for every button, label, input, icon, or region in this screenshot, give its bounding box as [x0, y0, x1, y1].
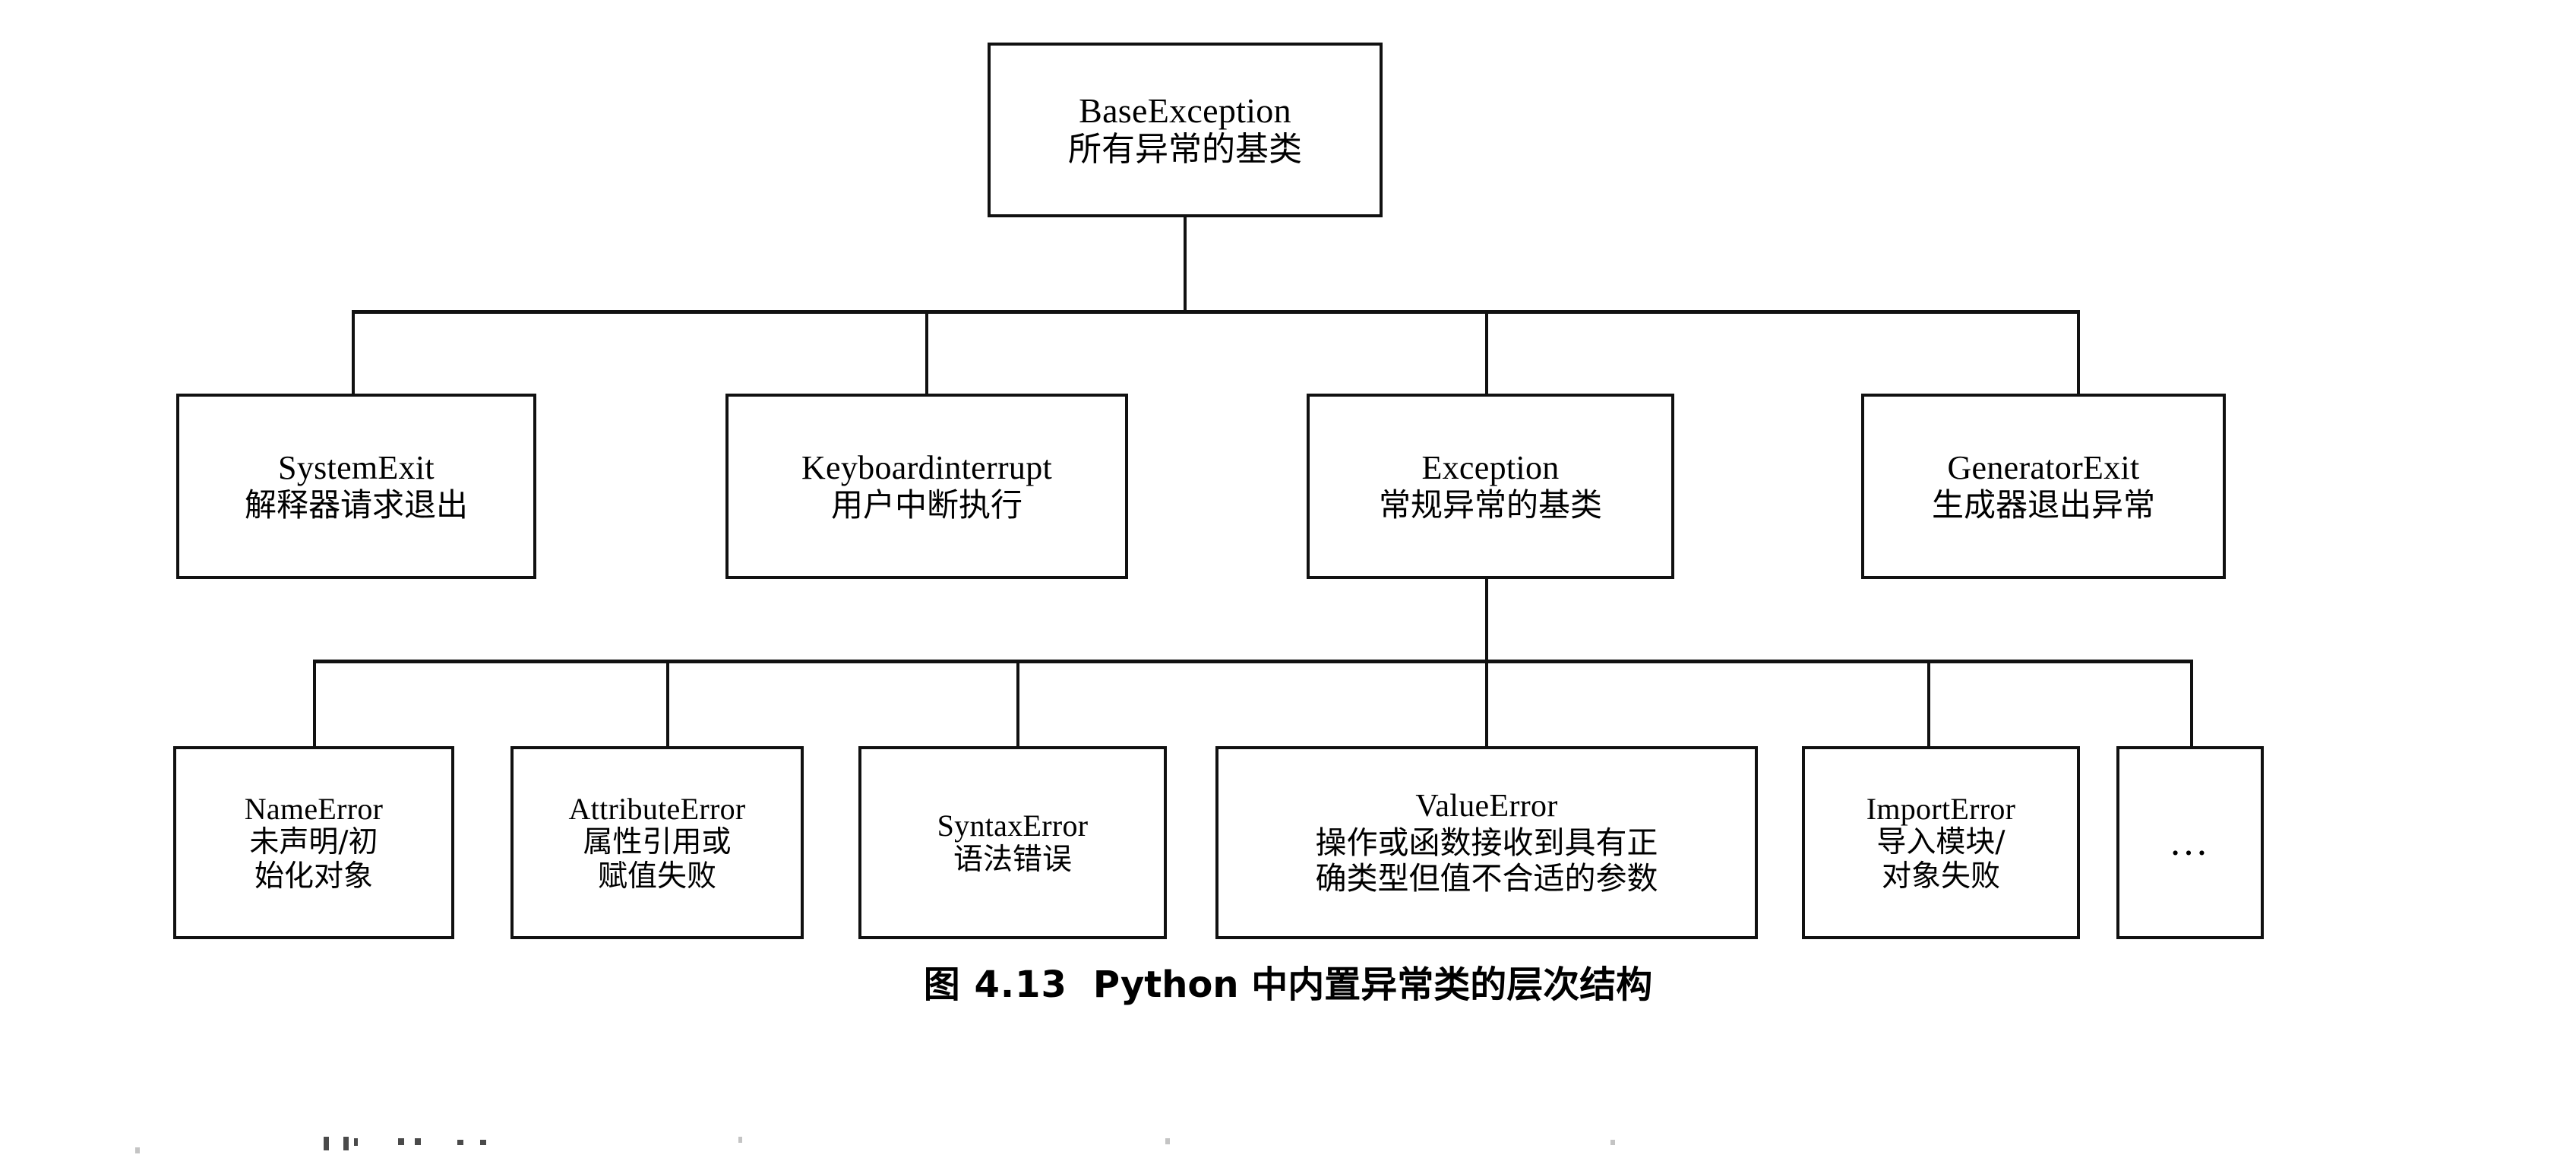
node-subtitle-line2: 确类型但值不合适的参数 [1315, 859, 1658, 897]
connector-level2-bus [352, 310, 2080, 314]
connector-drop-ellipsis [2190, 660, 2193, 749]
scan-artifact [1165, 1138, 1170, 1144]
node-baseexception[interactable]: BaseException 所有异常的基类 [988, 43, 1383, 217]
node-subtitle: 解释器请求退出 [244, 486, 468, 524]
connector-level3-bus [313, 660, 2193, 663]
connector-drop-importerror [1927, 660, 1930, 749]
node-title: NameError [244, 791, 384, 826]
node-valueerror[interactable]: ValueError 操作或函数接收到具有正 确类型但值不合适的参数 [1215, 746, 1758, 939]
connector-drop-generatorexit [2077, 310, 2080, 395]
scan-artifact [415, 1138, 421, 1145]
node-subtitle: 用户中断执行 [830, 486, 1022, 524]
ellipsis-icon: … [2169, 821, 2211, 865]
node-generatorexit[interactable]: GeneratorExit 生成器退出异常 [1861, 394, 2226, 579]
node-title: ValueError [1415, 789, 1558, 824]
connector-drop-systemexit [352, 310, 355, 395]
node-importerror[interactable]: ImportError 导入模块/ 对象失败 [1802, 746, 2080, 939]
caption-number: 图 4.13 [923, 963, 1067, 1006]
connector-drop-keyboardinterrupt [925, 310, 928, 395]
node-subtitle-line1: 属性引用或 [583, 825, 732, 860]
node-subtitle-line2: 赋值失败 [597, 859, 716, 894]
node-subtitle-line2: 始化对象 [254, 859, 373, 894]
node-title: BaseException [1079, 90, 1291, 130]
node-subtitle: 常规异常的基类 [1378, 486, 1602, 524]
node-subtitle-line1: 导入模块/ [1876, 825, 2005, 860]
node-subtitle: 生成器退出异常 [1931, 486, 2155, 524]
node-attributeerror[interactable]: AttributeError 属性引用或 赋值失败 [510, 746, 804, 939]
scan-artifact [738, 1137, 742, 1143]
scan-artifact [324, 1137, 329, 1150]
scan-artifact [354, 1138, 358, 1146]
connector-root-stem [1184, 217, 1187, 313]
node-ellipsis[interactable]: … [2116, 746, 2264, 939]
connector-drop-syntaxerror [1016, 660, 1019, 749]
connector-drop-exception [1485, 310, 1488, 395]
node-nameerror[interactable]: NameError 未声明/初 始化对象 [173, 746, 454, 939]
node-title: Keyboardinterrupt [801, 448, 1053, 486]
scan-artifact [135, 1147, 140, 1153]
node-title: SyntaxError [937, 808, 1089, 843]
connector-drop-valueerror [1485, 660, 1488, 749]
scan-artifact [343, 1137, 349, 1150]
node-subtitle-line1: 操作或函数接收到具有正 [1315, 824, 1658, 862]
scan-artifact [398, 1138, 404, 1145]
caption-title: Python 中内置异常类的层次结构 [1092, 963, 1653, 1006]
connector-drop-attributeerror [666, 660, 669, 749]
connector-exception-stem [1485, 579, 1488, 663]
node-subtitle-line1: 语法错误 [953, 842, 1072, 877]
node-subtitle: 所有异常的基类 [1068, 130, 1302, 169]
scan-artifact [480, 1140, 486, 1145]
node-keyboardinterrupt[interactable]: Keyboardinterrupt 用户中断执行 [725, 394, 1128, 579]
scan-artifact [457, 1140, 463, 1145]
node-systemexit[interactable]: SystemExit 解释器请求退出 [176, 394, 536, 579]
node-title: ImportError [1866, 791, 2016, 826]
node-title: SystemExit [278, 448, 435, 486]
node-title: AttributeError [568, 791, 746, 826]
node-syntaxerror[interactable]: SyntaxError 语法错误 [858, 746, 1167, 939]
node-subtitle-line1: 未声明/初 [249, 825, 378, 860]
figure-caption: 图 4.13 Python 中内置异常类的层次结构 [0, 954, 2576, 1008]
connector-drop-nameerror [313, 660, 316, 749]
node-subtitle-line2: 对象失败 [1881, 859, 2000, 894]
node-title: Exception [1421, 448, 1560, 486]
scan-artifact [1610, 1140, 1615, 1145]
node-exception[interactable]: Exception 常规异常的基类 [1307, 394, 1674, 579]
node-title: GeneratorExit [1947, 448, 2140, 486]
